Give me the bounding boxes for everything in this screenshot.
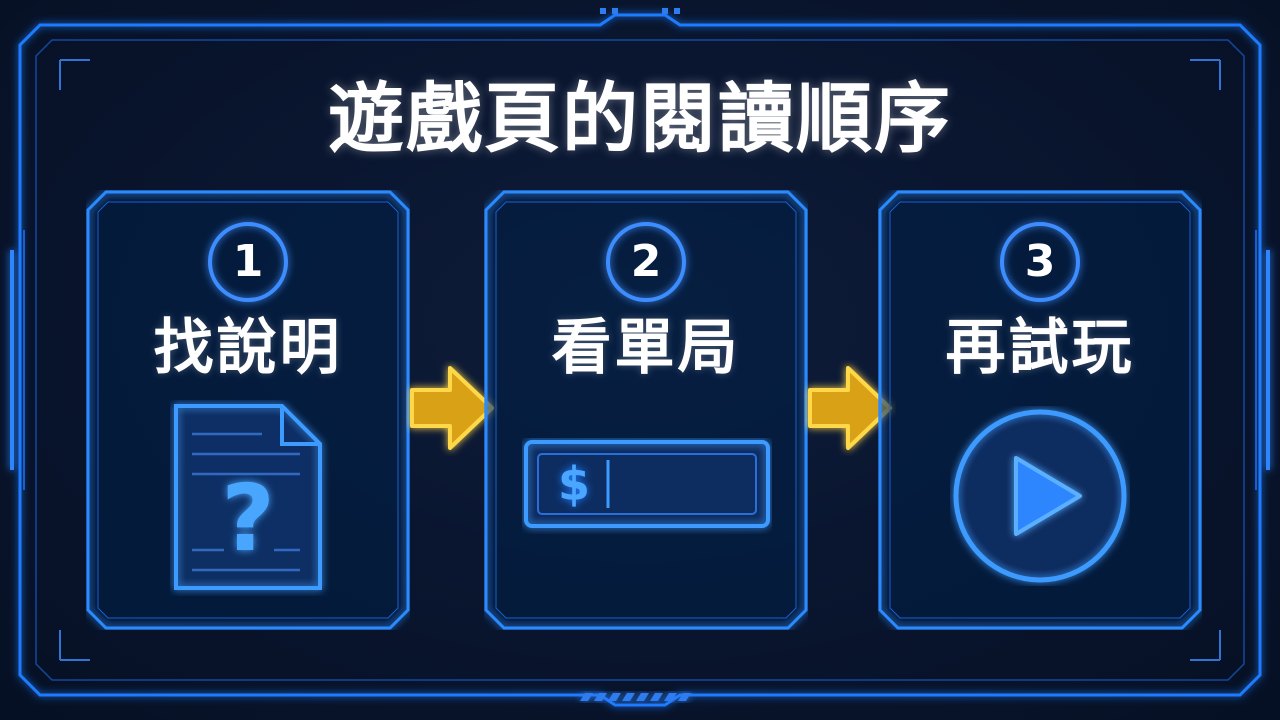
step-number: 2	[630, 236, 662, 287]
step-number: 1	[232, 236, 264, 287]
step-card-3: 3 再試玩	[878, 190, 1202, 630]
arrow-right-icon	[808, 366, 892, 450]
play-button-icon	[953, 409, 1127, 583]
currency-symbol: $	[557, 457, 590, 511]
step-label: 看單局	[551, 313, 741, 383]
page-title: 遊戲頁的閱讀順序	[328, 74, 952, 163]
step-number: 3	[1024, 236, 1056, 287]
step-label: 再試玩	[945, 313, 1135, 383]
svg-text:?: ?	[221, 465, 274, 572]
arrow-right-icon	[410, 366, 494, 450]
step-card-2: 2 看單局 $	[484, 190, 808, 630]
bet-amount-field-icon	[524, 440, 770, 528]
document-question-icon: ?	[174, 404, 322, 590]
step-label: 找說明	[153, 313, 343, 383]
step-card-1: 1 找說明 ?	[86, 190, 410, 630]
